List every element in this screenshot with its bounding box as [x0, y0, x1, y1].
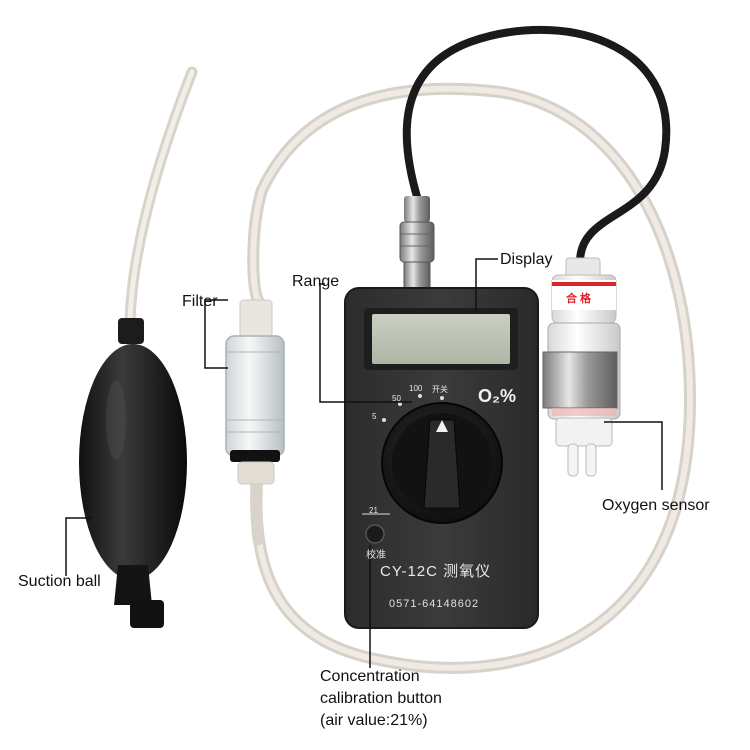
oxygen-sensor-label: Oxygen sensor: [602, 497, 710, 514]
sensor-tag: 合 格: [566, 293, 592, 305]
lcd-display: [372, 314, 510, 364]
suction-ball-label: Suction ball: [18, 573, 101, 590]
display-label: Display: [500, 251, 553, 268]
suction-ball: [79, 318, 187, 628]
dial-switch-label: 开关: [432, 385, 448, 394]
dial-mark-50: 50: [392, 394, 401, 403]
callout-lines: [65, 258, 663, 668]
calibration-label-line1: Concentration: [320, 668, 420, 685]
oxygen-sensor: [542, 257, 621, 477]
sensor-cable: [402, 25, 671, 266]
calibration-label-line2: calibration button: [320, 690, 442, 707]
filter-label: Filter: [182, 293, 218, 310]
dial-mark-100: 100: [409, 384, 423, 393]
model-label: CY-12C 测氧仪: [380, 563, 492, 580]
range-label: Range: [292, 273, 340, 290]
cable-connector: [399, 196, 435, 293]
calibration-button[interactable]: [365, 524, 385, 544]
unit-label: O₂%: [478, 386, 517, 406]
filter: [225, 299, 285, 485]
silicone-tube: [124, 66, 697, 674]
phone-label: 0571-64148602: [389, 598, 480, 610]
calibration-label-line3: (air value:21%): [320, 712, 428, 729]
dial-mark-5: 5: [372, 412, 377, 421]
calib-button-label: 校准: [366, 550, 386, 561]
calib-mark-21: 21: [369, 506, 378, 515]
oxygen-meter-body: [344, 287, 539, 629]
